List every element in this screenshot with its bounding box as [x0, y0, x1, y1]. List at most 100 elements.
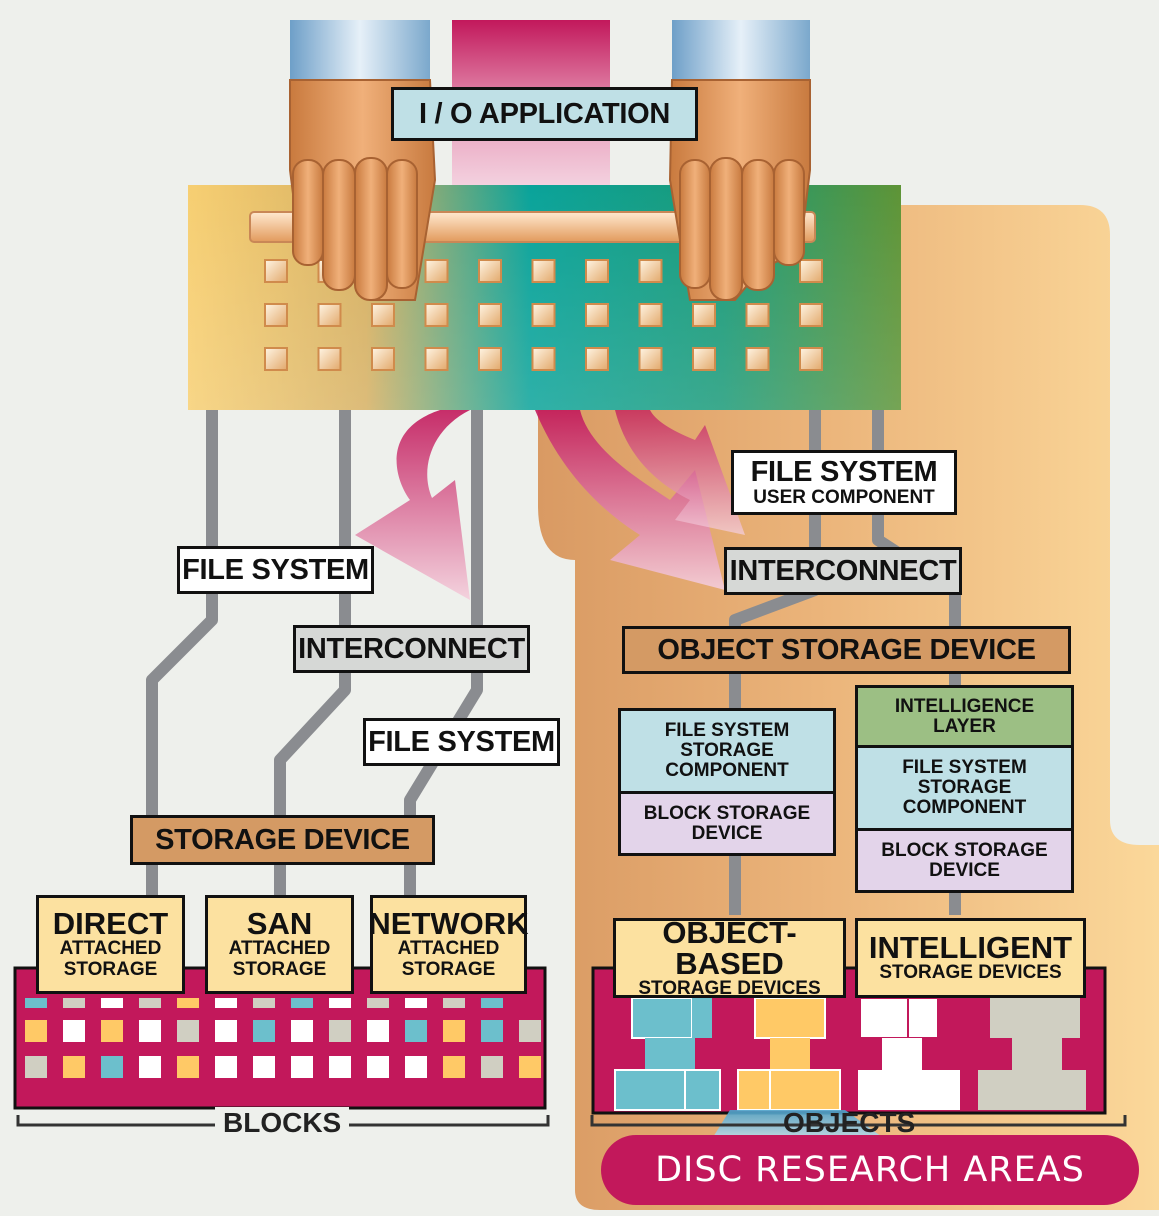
fs-user-sub: USER COMPONENT: [753, 486, 935, 508]
arrow-right: [615, 410, 745, 535]
device-line: ATTACHED: [397, 938, 500, 960]
block-cell: [405, 1056, 427, 1078]
fs-storage-component-left: FILE SYSTEM STORAGE COMPONENT: [618, 708, 836, 794]
block-cell: [25, 1056, 47, 1078]
block-cell: [215, 998, 237, 1008]
arrow-center-right: [535, 410, 725, 590]
obsd-title: OBJECT-BASED: [662, 914, 797, 981]
storage-device-label: STORAGE DEVICE: [130, 815, 435, 865]
block-cell: [215, 1056, 237, 1078]
device-line: STORAGE: [401, 959, 496, 980]
key: [424, 303, 449, 327]
file-system-user-component-label: FILE SYSTEM USER COMPONENT: [731, 450, 957, 515]
arrow-left: [355, 410, 470, 600]
block-cell: [329, 1056, 351, 1078]
device-line: STORAGE: [63, 959, 158, 980]
block-cell: [329, 998, 351, 1008]
obsd-sub: STORAGE DEVICES: [638, 977, 821, 999]
device-title: SAN: [246, 906, 313, 942]
device-title: DIRECT: [52, 906, 169, 942]
isd-title: INTELLIGENT: [868, 930, 1073, 966]
object-stacks: [614, 997, 1086, 1111]
key: [745, 303, 770, 327]
block-cell: [405, 998, 427, 1008]
io-application-label: I / O APPLICATION: [391, 87, 698, 141]
key: [692, 347, 716, 371]
block-cell: [139, 1020, 161, 1042]
block-storage-device-left: BLOCK STORAGE DEVICE: [618, 791, 836, 856]
key: [317, 347, 342, 371]
key: [264, 347, 288, 371]
block-cell: [329, 1020, 351, 1042]
block-cell: [177, 1020, 199, 1042]
right-hand: [668, 79, 811, 301]
key: [478, 347, 502, 371]
block-cell: [367, 1020, 389, 1042]
device-title: NETWORK: [368, 906, 529, 942]
network-attached-storage: NETWORK ATTACHED STORAGE: [368, 895, 529, 994]
block-cell: [291, 1056, 313, 1078]
block-cell: [253, 1056, 275, 1078]
block-cell: [443, 1020, 465, 1042]
block-cell: [519, 1020, 541, 1042]
blocks-label: BLOCKS: [215, 1107, 350, 1139]
block-cell: [253, 998, 275, 1008]
key: [638, 347, 663, 371]
block-cell: [25, 1020, 47, 1042]
block-cell: [25, 998, 47, 1008]
block-cell: [291, 1020, 313, 1042]
block-cell: [139, 998, 161, 1008]
key: [531, 347, 556, 371]
block-cell: [101, 1020, 123, 1042]
block-cell: [63, 1056, 85, 1078]
key: [585, 303, 609, 327]
block-cell: [443, 998, 465, 1008]
key: [799, 259, 823, 283]
key: [424, 259, 449, 283]
block-cell: [215, 1020, 237, 1042]
key: [371, 347, 395, 371]
fs-storage-component-right: FILE SYSTEM STORAGE COMPONENT: [855, 745, 1074, 831]
isd-sub: STORAGE DEVICES: [879, 962, 1062, 984]
key: [638, 259, 663, 283]
key: [424, 347, 449, 371]
block-cell: [253, 1020, 275, 1042]
intelligent-storage-devices: INTELLIGENT STORAGE DEVICES: [855, 918, 1086, 998]
block-cell: [63, 998, 85, 1008]
block-cell: [101, 1056, 123, 1078]
block-cell: [177, 1056, 199, 1078]
device-line: STORAGE: [232, 959, 327, 980]
block-storage-device-right: BLOCK STORAGE DEVICE: [855, 828, 1074, 893]
block-cell: [367, 998, 389, 1008]
disc-research-areas-banner: DISC RESEARCH AREAS: [601, 1135, 1139, 1205]
device-line: ATTACHED: [228, 938, 331, 960]
block-cell: [101, 998, 123, 1008]
objects-label: OBJECTS: [783, 1107, 916, 1138]
block-cell: [367, 1056, 389, 1078]
right-sleeve: [672, 20, 810, 80]
interconnect-label-right: INTERCONNECT: [724, 547, 962, 595]
file-system-label-1: FILE SYSTEM: [177, 546, 374, 594]
key: [317, 303, 342, 327]
block-cell: [481, 1056, 503, 1078]
key: [478, 303, 502, 327]
key: [692, 303, 716, 327]
key: [799, 303, 823, 327]
key: [264, 303, 288, 327]
key: [371, 303, 395, 327]
key: [638, 303, 663, 327]
block-cell: [177, 998, 199, 1008]
key: [799, 347, 823, 371]
intelligence-layer-label: INTELLIGENCE LAYER: [855, 685, 1074, 748]
block-cell: [139, 1056, 161, 1078]
left-sleeve: [290, 20, 430, 80]
key: [531, 303, 556, 327]
key: [264, 259, 288, 283]
key: [478, 259, 502, 283]
key: [585, 347, 609, 371]
object-storage-device-label: OBJECT STORAGE DEVICE: [622, 626, 1071, 674]
block-cell: [481, 998, 503, 1008]
block-cell: [519, 1056, 541, 1078]
